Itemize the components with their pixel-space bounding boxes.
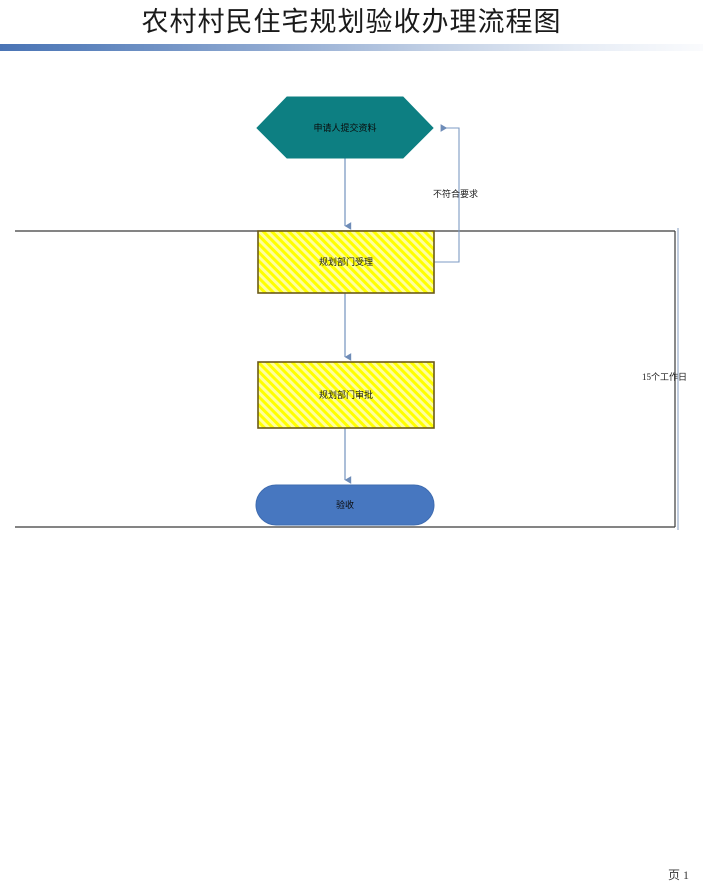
node-accept[interactable]	[257, 230, 435, 294]
edge-reject-feedback	[434, 124, 460, 263]
node-approve[interactable]	[257, 361, 435, 429]
annotation-duration-label: 15个工作日	[642, 372, 688, 382]
page-number: 页 1	[667, 868, 689, 882]
node-submit[interactable]	[256, 96, 434, 159]
node-inspect[interactable]	[255, 484, 435, 526]
flowchart-canvas: 申请人提交资料 规划部门受理 规划部门审批 验收 不符合要求 15个工作日	[15, 96, 688, 530]
document-title: 农村村民住宅规划验收办理流程图	[141, 7, 562, 37]
flowchart-svg	[15, 96, 679, 530]
title-divider	[0, 44, 703, 51]
page-footer: 页 1	[0, 862, 703, 894]
edge-label-reject: 不符合要求	[433, 189, 479, 199]
